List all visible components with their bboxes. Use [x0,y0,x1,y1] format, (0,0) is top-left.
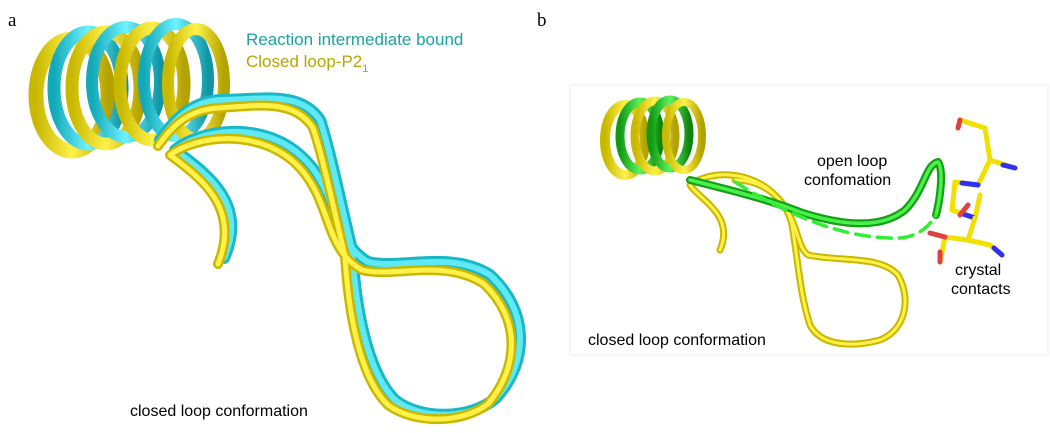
panel-a-loop-yellow [153,100,517,425]
b-helix-yellow-2 [630,96,680,176]
legend-closed-loop-subscript: 1 [362,63,368,75]
b-helix-green-1 [615,97,665,175]
panel-a-letter: a [8,10,17,31]
panel-b-crystal-label-1: crystal [955,262,1001,279]
panel-b-frame [569,84,1049,356]
b-loop-yellow-highlight [688,173,907,346]
legend-closed-loop-p21: Closed loop-P21 [246,52,368,75]
panel-b-loop-yellow [686,171,909,348]
b-helix-yellow-1 [600,100,650,180]
b-loop-green-dashed [733,180,938,240]
stick-nitrogen-top [1000,162,1018,171]
b-helix-green-2 [646,95,694,173]
panel-a: a Reaction intermediate bound Closed loo… [8,10,527,425]
loop-cyan-highlight [157,95,524,418]
panel-a-closed-loop-label: closed loop conformation [130,403,308,420]
legend-closed-loop-text: Closed loop-P2 [246,52,362,71]
panel-b-loop-green [686,158,946,240]
loop-yellow-highlight [155,103,514,422]
b-helix-yellow-3 [662,98,706,174]
stick-nitrogen-end [991,245,1005,258]
stick-chain-bottom [937,215,978,265]
helix-coil-cyan-3 [138,18,214,142]
panel-b: b [537,10,1049,356]
stick-ring [949,157,993,221]
panel-a-helix [28,18,230,159]
stick-oxygen-bottom [927,230,948,240]
stick-oxygen-mid [957,202,971,218]
legend-reaction-intermediate: Reaction intermediate bound [246,30,463,49]
stick-oxygen-top [955,117,963,131]
helix-coil-yellow-3 [113,21,191,147]
panel-a-loop-cyan [154,92,527,421]
panel-b-helix [600,95,706,180]
panel-b-crystal-label-2: contacts [951,281,1011,298]
panel-b-closed-loop-label: closed loop conformation [588,332,766,349]
crystal-contact-sticks [927,117,1018,265]
helix-coil-cyan-2 [86,21,166,143]
panel-b-open-loop-label-1: open loop [817,153,887,170]
panel-b-open-loop-label-2: confomation [804,172,891,189]
panel-b-letter: b [537,10,547,31]
stick-nitrogen-ring-1 [959,180,981,188]
